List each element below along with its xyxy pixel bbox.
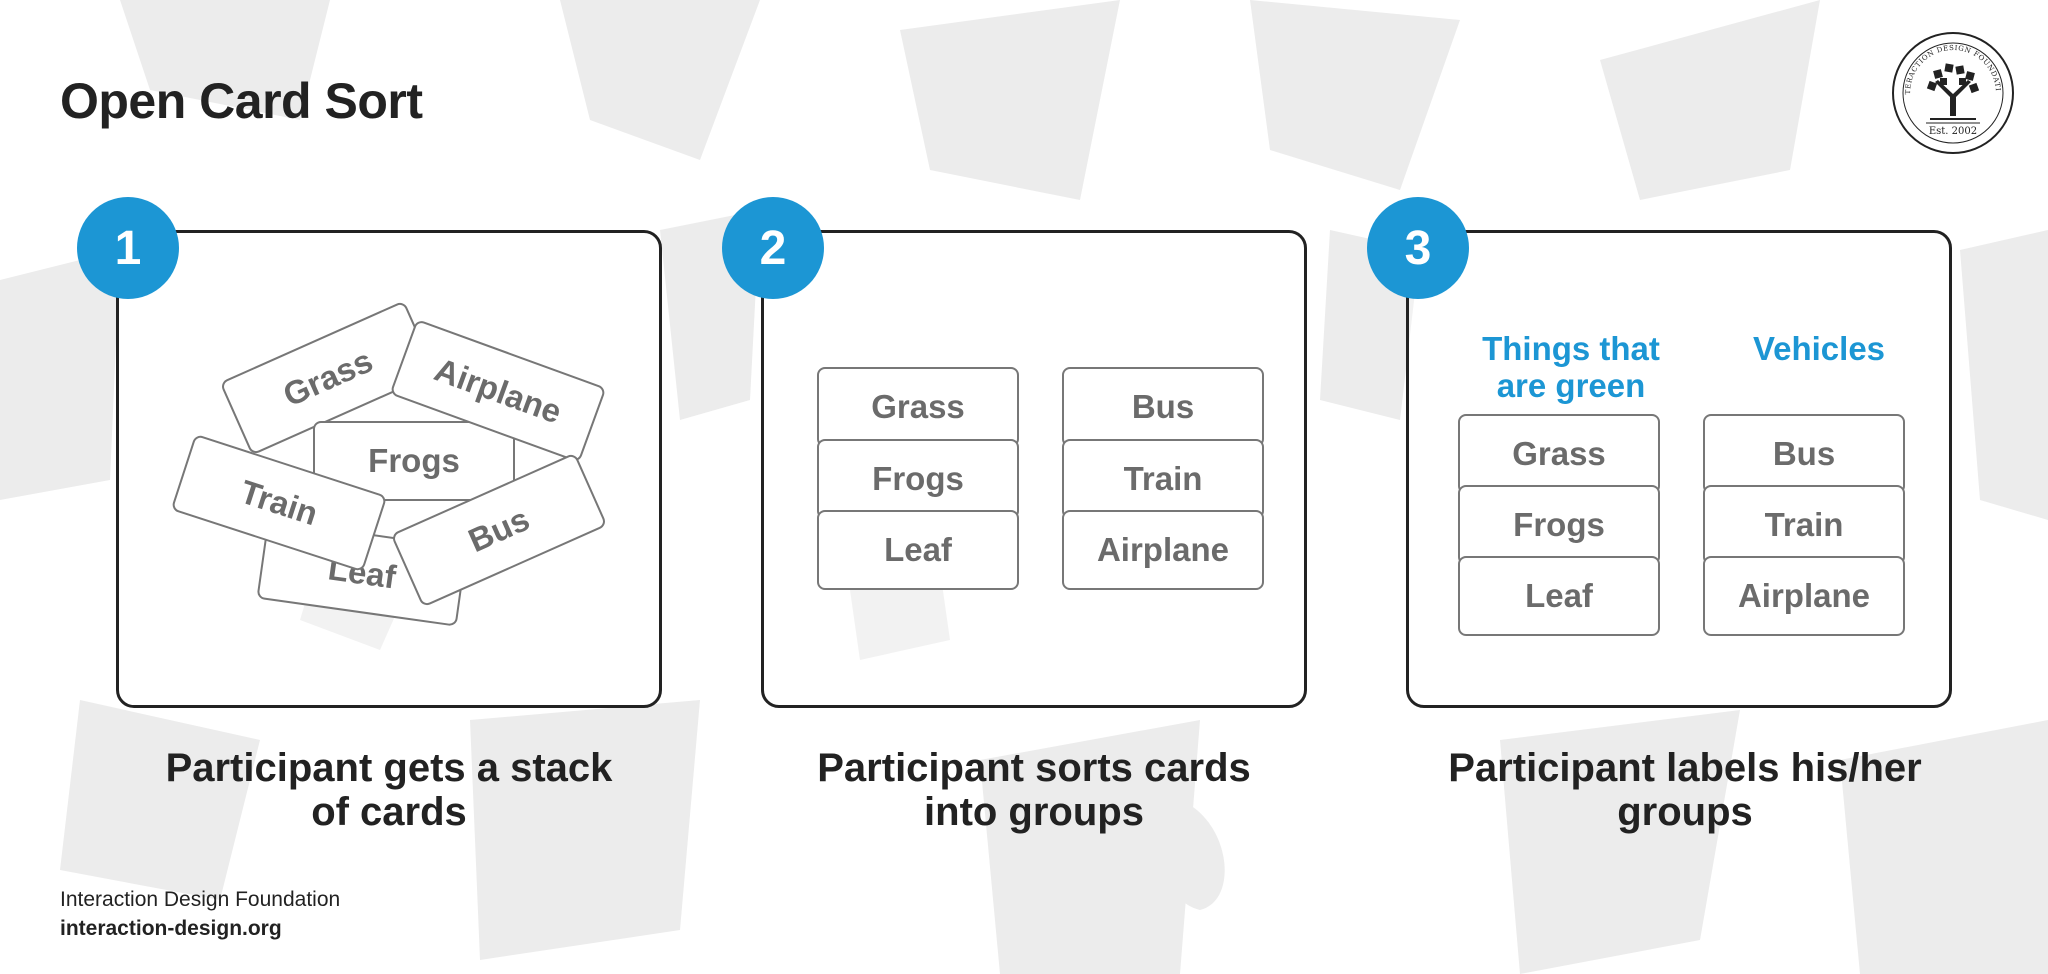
idf-logo: INTERACTION DESIGN FOUNDATION Est. 2002 bbox=[1890, 30, 2014, 154]
footer-url[interactable]: interaction-design.org bbox=[60, 917, 282, 940]
card-bus: Bus bbox=[1062, 367, 1264, 447]
page-title: Open Card Sort bbox=[60, 73, 423, 129]
card-leaf: Leaf bbox=[817, 510, 1019, 590]
group-label-green: Things that are green bbox=[1482, 330, 1660, 404]
step-1-badge: 1 bbox=[77, 197, 179, 299]
card-train: Train bbox=[1703, 485, 1905, 565]
card-train: Train bbox=[1062, 439, 1264, 519]
caption-1: Participant gets a stack of cards bbox=[165, 746, 613, 834]
panel-3: Things that are green Vehicles Grass Fro… bbox=[1406, 230, 1952, 708]
group-label-vehicles: Vehicles bbox=[1752, 330, 1886, 367]
card-leaf: Leaf bbox=[1458, 556, 1660, 636]
caption-3: Participant labels his/her groups bbox=[1448, 746, 1922, 834]
panel-2: Grass Frogs Leaf Bus Train Airplane bbox=[761, 230, 1307, 708]
card-bus: Bus bbox=[1703, 414, 1905, 494]
card-grass: Grass bbox=[817, 367, 1019, 447]
step-2-badge: 2 bbox=[722, 197, 824, 299]
card-airplane: Airplane bbox=[1703, 556, 1905, 636]
logo-est-text: Est. 2002 bbox=[1929, 126, 1977, 137]
card-frogs: Frogs bbox=[1458, 485, 1660, 565]
panel-1: Grass Leaf Frogs Airplane Train Bus bbox=[116, 230, 662, 708]
footer-organization: Interaction Design Foundation bbox=[60, 888, 341, 911]
card-frogs: Frogs bbox=[817, 439, 1019, 519]
step-3-badge: 3 bbox=[1367, 197, 1469, 299]
card-airplane: Airplane bbox=[1062, 510, 1264, 590]
caption-2: Participant sorts cards into groups bbox=[817, 746, 1251, 834]
card-grass: Grass bbox=[1458, 414, 1660, 494]
